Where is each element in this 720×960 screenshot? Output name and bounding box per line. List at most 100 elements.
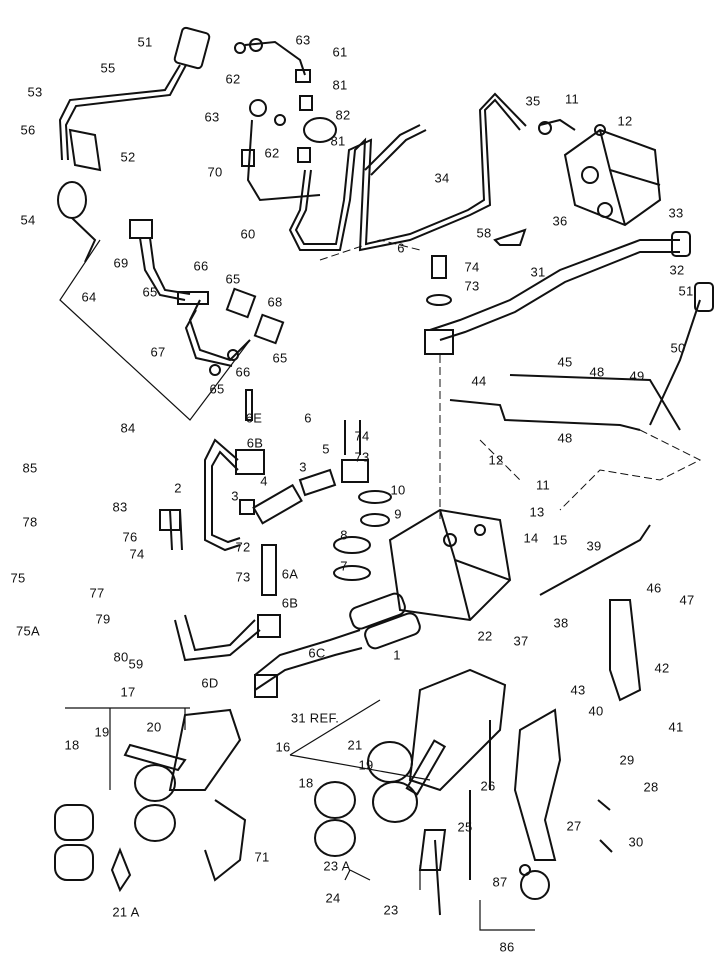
callout-66: 66 [235, 364, 251, 380]
callout-61: 61 [332, 44, 348, 60]
callout-22: 22 [477, 628, 493, 644]
callout-65: 65 [142, 284, 158, 300]
callout-6c: 6C [308, 645, 326, 661]
callout-31-ref-: 31 REF. [290, 710, 340, 726]
callout-31: 31 [530, 264, 546, 280]
callout-81: 81 [330, 133, 346, 149]
callout-6b: 6B [246, 435, 264, 451]
callout-75a: 75A [15, 623, 41, 639]
callout-74: 74 [129, 546, 145, 562]
tube-31-part [424, 228, 691, 355]
callout-2: 2 [174, 480, 182, 496]
callout-20: 20 [146, 719, 162, 735]
callout-29: 29 [619, 752, 635, 768]
callout-4: 4 [260, 473, 268, 489]
callout-12: 12 [488, 452, 504, 468]
callout-10: 10 [390, 482, 406, 498]
callout-36: 36 [552, 213, 568, 229]
callout-53: 53 [27, 84, 43, 100]
tube-part [288, 92, 527, 252]
callout-34: 34 [434, 170, 450, 186]
callout-86: 86 [499, 939, 515, 955]
callout-54: 54 [20, 212, 36, 228]
callout-19: 19 [358, 757, 374, 773]
callout-17: 17 [120, 684, 136, 700]
callout-32: 32 [669, 262, 685, 278]
callout-52: 52 [120, 149, 136, 165]
callout-7: 7 [340, 558, 348, 574]
callout-40: 40 [588, 703, 604, 719]
callout-21: 21 [347, 737, 363, 753]
lever-rods-part [449, 282, 714, 702]
callout-19: 19 [94, 724, 110, 740]
callout-70: 70 [207, 164, 223, 180]
callout-56: 56 [20, 122, 36, 138]
callout-74: 74 [354, 428, 370, 444]
callout-59: 59 [128, 656, 144, 672]
valve-body-part [538, 118, 662, 227]
callout-62: 62 [225, 71, 241, 87]
callout-11: 11 [535, 477, 551, 493]
fittings-part [234, 38, 337, 202]
callout-27: 27 [566, 818, 582, 834]
callout-78: 78 [22, 514, 38, 530]
callout-87: 87 [492, 874, 508, 890]
callout-21-a: 21 A [112, 904, 140, 920]
callout-73: 73 [464, 278, 480, 294]
callout-51: 51 [678, 283, 694, 299]
callout-51: 51 [137, 34, 153, 50]
callout-12: 12 [617, 113, 633, 129]
callout-18: 18 [64, 737, 80, 753]
callout-73: 73 [235, 569, 251, 585]
callout-45: 45 [557, 354, 573, 370]
lever-assembly-part [57, 26, 211, 263]
hose-59-part [159, 509, 363, 698]
callout-68: 68 [267, 294, 283, 310]
callout-64: 64 [81, 289, 97, 305]
callout-77: 77 [89, 585, 105, 601]
callout-6: 6 [304, 410, 312, 426]
callout-25: 25 [457, 819, 473, 835]
callout-6: 6 [397, 240, 405, 256]
callout-1: 1 [393, 647, 401, 663]
callout-80: 80 [113, 649, 129, 665]
callout-72: 72 [235, 539, 251, 555]
callout-37: 37 [513, 633, 529, 649]
callout-48: 48 [589, 364, 605, 380]
callout-24: 24 [325, 890, 341, 906]
callout-65: 65 [209, 381, 225, 397]
tube-group-part [129, 219, 285, 376]
callout-9: 9 [394, 506, 402, 522]
callout-46: 46 [646, 580, 662, 596]
callout-44: 44 [471, 373, 487, 389]
callout-55: 55 [100, 60, 116, 76]
callout-83: 83 [112, 499, 128, 515]
callout-82: 82 [335, 107, 351, 123]
callout-75: 75 [10, 570, 26, 586]
callout-48: 48 [557, 430, 573, 446]
callout-84: 84 [120, 420, 136, 436]
callout-14: 14 [523, 530, 539, 546]
callout-11: 11 [564, 91, 580, 107]
leader-lines [59, 239, 535, 931]
callout-5: 5 [322, 441, 330, 457]
callout-3: 3 [299, 459, 307, 475]
callout-81: 81 [332, 77, 348, 93]
callout-8: 8 [340, 527, 348, 543]
callout-67: 67 [150, 344, 166, 360]
callout-33: 33 [668, 205, 684, 221]
callout-26: 26 [480, 778, 496, 794]
callout-63: 63 [204, 109, 220, 125]
callout-63: 63 [295, 32, 311, 48]
callout-6a: 6A [281, 566, 299, 582]
callout-66: 66 [193, 258, 209, 274]
callout-28: 28 [643, 779, 659, 795]
callout-79: 79 [95, 611, 111, 627]
callout-15: 15 [552, 532, 568, 548]
reference-lines [319, 239, 702, 520]
callout-71: 71 [254, 849, 270, 865]
callout-85: 85 [22, 460, 38, 476]
lower-valve-part [54, 708, 247, 893]
callout-69: 69 [113, 255, 129, 271]
callout-39: 39 [586, 538, 602, 554]
